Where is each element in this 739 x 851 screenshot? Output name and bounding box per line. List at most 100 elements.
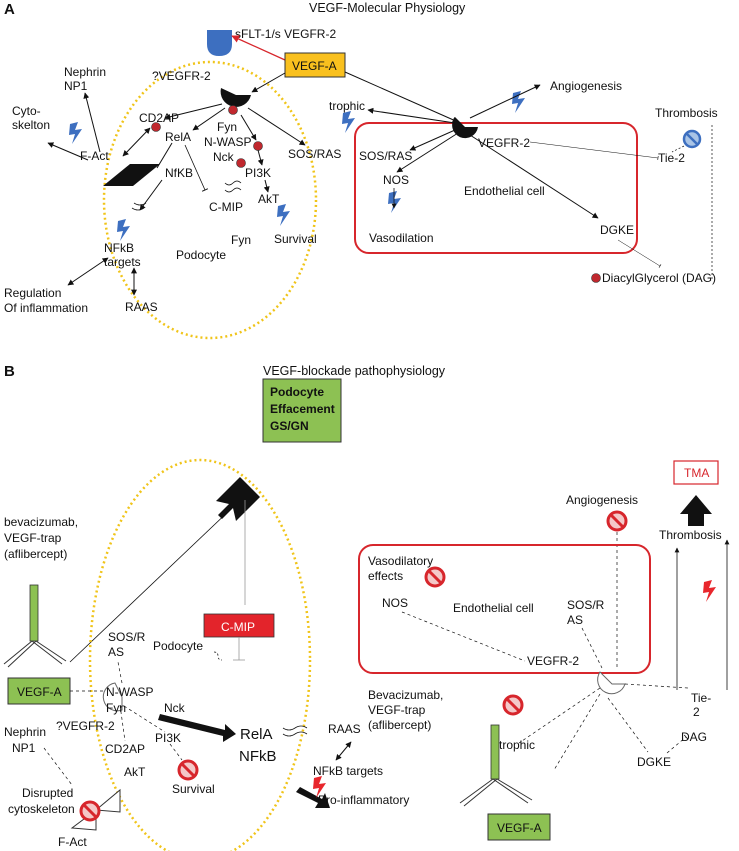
angiogenesis-label: Angiogenesis (550, 79, 622, 93)
cyto-label-2: skelton (12, 118, 50, 132)
vegfa-b-right-box (487, 813, 551, 841)
fyn-label: Fyn (217, 120, 237, 134)
cmip-inhibit-line (184, 144, 209, 192)
podocyte-b-label: Podocyte (153, 639, 203, 653)
sflt-receptor-shape (207, 30, 232, 56)
bev-right-label-1: Bevacizumab, (368, 688, 443, 702)
wavy-mark (224, 187, 242, 193)
wavy-mark (224, 180, 242, 186)
dgke-dag-inhibit (617, 239, 662, 268)
no-cytoskeleton-icon (79, 800, 101, 822)
red-bolt-icon (703, 580, 716, 602)
rela-big-arrow (158, 714, 236, 742)
bolt-icon (277, 204, 290, 226)
endothelial-cell-box (354, 122, 638, 254)
nck-b-label: Nck (164, 701, 186, 715)
antibody-left-arm-right (31, 640, 67, 665)
endothelial-cell-label: Endothelial cell (464, 184, 545, 198)
no-thrombosis-icon-bar (685, 132, 699, 146)
no-trophic-icon (502, 694, 524, 716)
no-angiogenesis-icon (606, 510, 628, 532)
antibody-right-arm-right (492, 778, 533, 804)
fact-shape (103, 164, 160, 186)
nfkbt-b-label: NFkB targets (313, 764, 383, 778)
bev-left-label-3: (aflibercept) (4, 547, 67, 561)
pi3k-to-akt (263, 179, 270, 193)
disrupted-label-1: Disrupted (22, 786, 73, 800)
vasodilatory-label-1: Vasodilatory (368, 554, 433, 568)
panel-a-letter: A (4, 1, 15, 18)
fact-to-nephrin (83, 92, 101, 153)
receptor-trophic-dash (518, 687, 601, 744)
podocyte-label: Podocyte (176, 248, 226, 262)
endothelial-cell-b-label: Endothelial cell (453, 601, 534, 615)
bev-left-label-2: VEGF-trap (4, 531, 62, 545)
vegfa-effacement-line (69, 507, 233, 663)
vegfa-to-sflt-arrow (231, 35, 286, 61)
bolt-icon (69, 122, 82, 144)
vegfr2-b-label: VEGFR-2 (527, 654, 579, 668)
sosras-label: SOS/RAS (288, 147, 341, 161)
raas-label: RAAS (125, 300, 158, 314)
vegfa-box (284, 52, 346, 78)
vegfr2-tie2-inhibit (529, 141, 659, 161)
np1-b-label: NP1 (12, 741, 36, 755)
wavy-mark (282, 731, 308, 737)
nwasp-label: N-WASP (204, 135, 252, 149)
vegfa-b-right-label: VEGF-A (497, 821, 542, 835)
angiogenesis-b-label: Angiogenesis (566, 493, 638, 507)
bolt-icon (117, 219, 130, 241)
podocyte-oval (102, 60, 318, 340)
bolt-icon (388, 191, 401, 213)
proinflammatory-arrow (296, 787, 330, 808)
receptor-to-nwasp (240, 114, 257, 141)
vegfr2-q-label: ?VEGFR-2 (152, 69, 211, 83)
receptor-to-cd2ap (164, 103, 223, 120)
pi3k-survival-dash (169, 743, 183, 761)
effacement-label-2: Effacement (270, 402, 335, 416)
bolt-icon (342, 111, 355, 133)
proinflammatory-label: Pro-inflammatory (318, 793, 409, 807)
regulation-label-1: Regulation (4, 286, 61, 300)
antibody-right-stem (490, 724, 500, 780)
targets-regulation-arrow (67, 257, 109, 286)
receptor-sosr-dash (117, 661, 123, 684)
nfkb-to-targets (139, 179, 163, 211)
pi3k-b-label: PI3K (155, 731, 181, 745)
antibody-right-arm-left (459, 778, 498, 807)
endo-receptor-b (597, 671, 626, 695)
vegfa-b-left-label: VEGF-A (17, 685, 62, 699)
dgke-label: DGKE (600, 223, 634, 237)
receptor-vegfa-dash (553, 693, 601, 771)
fyn2-label: Fyn (231, 233, 251, 247)
cd2ap-fact-arrow (122, 127, 151, 157)
vegfa-to-endo-receptor (344, 71, 459, 123)
thrombosis-label: Thrombosis (655, 106, 718, 120)
nfkbt-label-2: targets (104, 255, 141, 269)
podo-receptor (220, 88, 251, 107)
cyto-label-1: Cyto- (12, 104, 41, 118)
antibody-left-stem (29, 584, 39, 642)
podo-receptor-b (102, 682, 123, 712)
disrupted-label-2: cytoskeleton (8, 802, 75, 816)
survival-label: Survival (274, 232, 317, 246)
cd2ap-b-label: CD2AP (105, 742, 145, 756)
cmip-b-label: C-MIP (221, 620, 255, 634)
nwasp-b-label: N-WASP (106, 685, 154, 699)
nck-label: Nck (213, 150, 235, 164)
rela-label: RelA (165, 130, 191, 144)
endo-receptor (452, 117, 478, 139)
effacement-label-1: Podocyte (270, 385, 324, 399)
receptor-tie2-dash (624, 683, 689, 689)
dag-label: DiacylGlycerol (DAG) (602, 271, 716, 285)
sosr-e-label-1: SOS/R (567, 598, 605, 612)
receptor-to-sosras (247, 107, 306, 146)
vegfa-to-podo-receptor (251, 72, 286, 93)
vegfr2-endo-label: VEGFR-2 (478, 136, 530, 150)
receptor-to-sosras-endo (409, 129, 456, 151)
nfkb-label: NfKB (165, 166, 193, 180)
rela-to-nfkb-line (156, 142, 173, 169)
antibody-left-arm-left (3, 640, 37, 668)
sosras-endo-label: SOS/RAS (359, 149, 412, 163)
effacement-big-arrow (216, 477, 260, 521)
